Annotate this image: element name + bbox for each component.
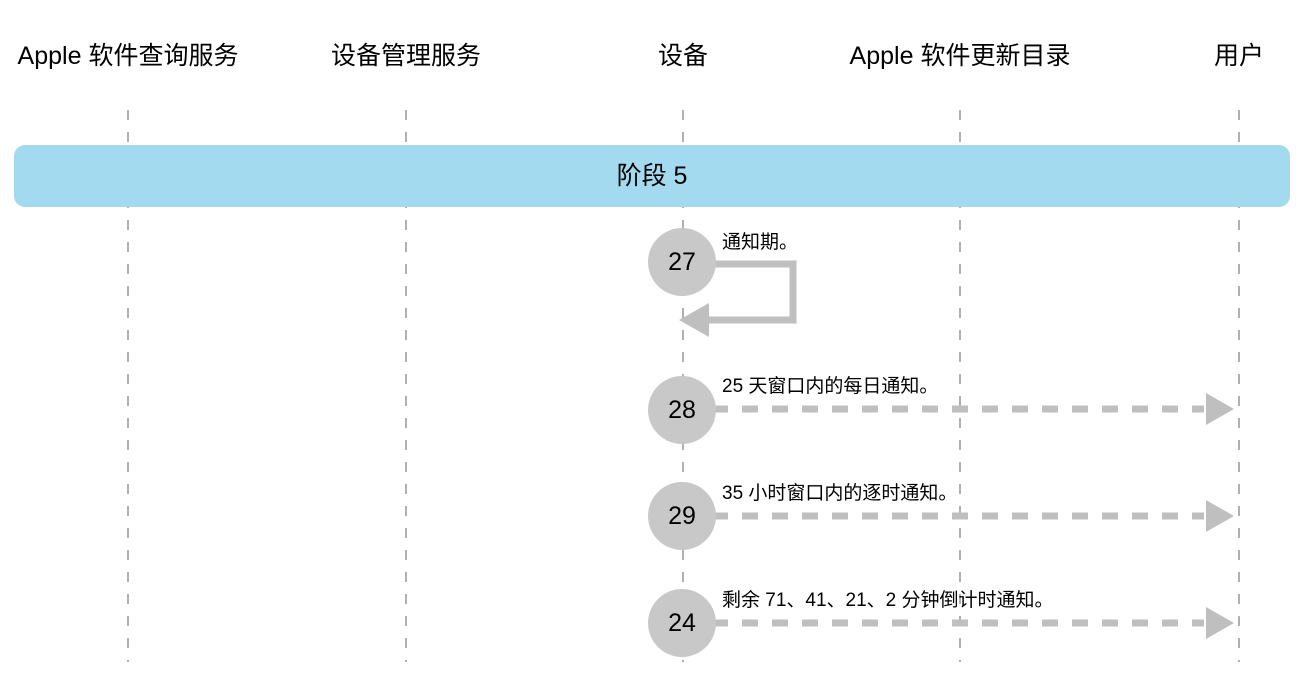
arrowhead-28 <box>1206 393 1234 425</box>
participant-header-4: 用户 <box>1213 42 1265 70</box>
arrowhead-27 <box>679 303 709 337</box>
step-circle-27-label: 27 <box>668 247 696 276</box>
message-label-27: 通知期。 <box>722 232 799 253</box>
participant-header-0: Apple 软件查询服务 <box>17 42 239 70</box>
message-label-28: 25 天窗口内的每日通知。 <box>722 376 939 397</box>
participant-header-1: 设备管理服务 <box>330 42 482 70</box>
step-circle-24: 24 <box>648 589 716 657</box>
message-arrow-29 <box>712 500 1234 532</box>
step-circle-29: 29 <box>648 482 716 550</box>
step-circle-24-label: 24 <box>668 608 696 637</box>
message-arrow-27 <box>679 260 797 337</box>
arrowhead-24 <box>1206 607 1234 639</box>
step-circle-29-label: 29 <box>668 501 696 530</box>
step-circle-28-label: 28 <box>668 395 696 424</box>
participant-header-3: Apple 软件更新目录 <box>849 42 1071 70</box>
message-label-29: 35 小时窗口内的逐时通知。 <box>722 483 958 504</box>
step-circle-27: 27 <box>648 228 716 296</box>
message-arrow-28 <box>712 393 1234 425</box>
arrowhead-29 <box>1206 500 1234 532</box>
participant-header-2: 设备 <box>657 42 709 70</box>
message-label-24: 剩余 71、41、21、2 分钟倒计时通知。 <box>722 590 1054 611</box>
phase-banner-label: 阶段 5 <box>616 161 688 190</box>
step-circle-28: 28 <box>648 376 716 444</box>
phase-banner: 阶段 5 <box>14 145 1290 207</box>
message-arrow-24 <box>712 607 1234 639</box>
